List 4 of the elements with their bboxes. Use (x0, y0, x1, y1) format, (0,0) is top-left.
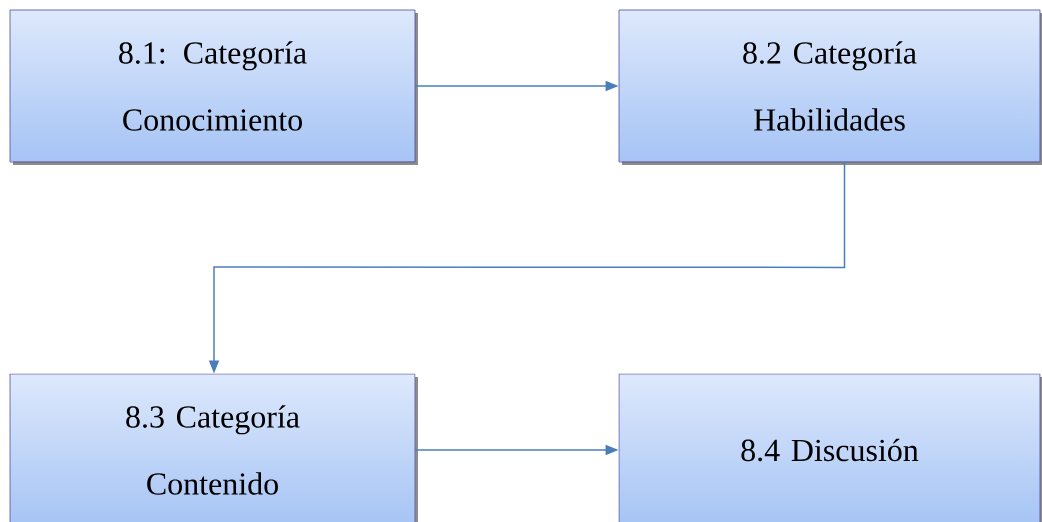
process-box: 8.1: Categoría Conocimiento (9, 9, 418, 165)
process-box: 8.2 Categoría Habilidades (618, 9, 1042, 165)
process-box: 8.3 Categoría Contenido (9, 373, 418, 522)
process-box: 8.4 Discusión (618, 373, 1042, 522)
